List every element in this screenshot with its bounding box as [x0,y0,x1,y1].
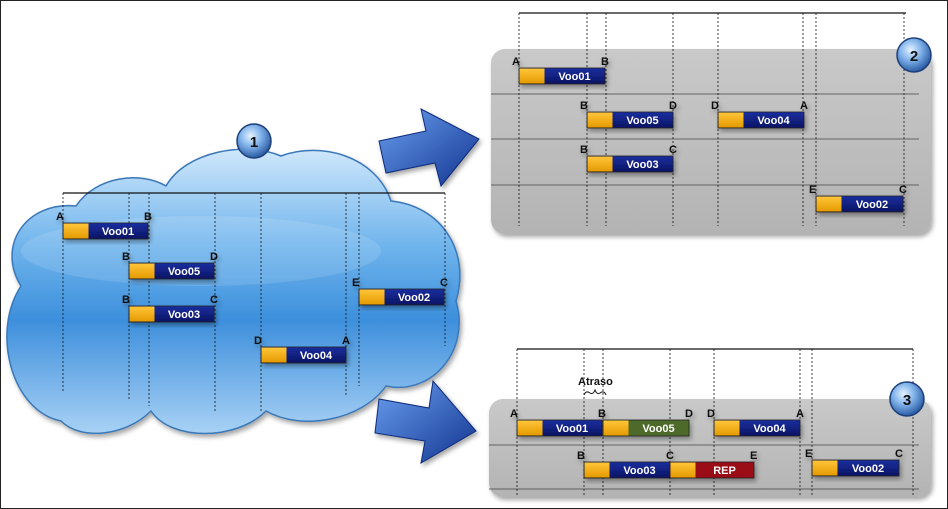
turnaround-block [603,420,629,436]
origin-label: A [510,408,518,420]
turnaround-block [670,462,696,478]
flight-bar-panel1-voo05: Voo05 B D [122,251,218,280]
destination-label: E [750,450,757,462]
flight-id-label: Voo03 [626,159,658,171]
arrow-to-panel3 [374,379,477,464]
turnaround-block [587,112,613,128]
flight-id-label: Voo03 [623,465,655,477]
turnaround-block [261,347,287,363]
destination-label: A [796,408,804,420]
turnaround-block [517,420,543,436]
origin-label: B [580,100,588,112]
turnaround-block [519,68,545,84]
badge-3: 3 [889,381,925,417]
flight-id-label: Voo01 [102,226,134,238]
destination-label: C [440,277,448,289]
turnaround-block [359,289,385,305]
turnaround-block [129,263,155,279]
flight-id-label: Voo02 [856,199,888,211]
arrow-to-panel2 [378,108,480,188]
origin-label: D [707,408,715,420]
svg-text:3: 3 [903,392,911,409]
flight-bar-panel3-voo05: Voo05 D [602,408,693,437]
destination-label: D [210,251,218,263]
turnaround-block [584,462,610,478]
flight-bar-panel2-voo03: Voo03 B C [580,144,677,173]
destination-label: C [210,294,218,306]
badge-1: 1 [236,123,272,159]
destination-label: A [342,335,350,347]
origin-label: A [512,56,520,68]
destination-label: A [800,100,808,112]
flight-bar-panel1-voo02: Voo02 E C [352,277,448,306]
turnaround-block [816,196,842,212]
flight-id-label: Voo02 [852,463,884,475]
destination-label: C [666,450,674,462]
origin-label: A [56,211,64,223]
flight-bar-panel1-voo03: Voo03 B C [122,294,218,323]
destination-label: B [598,408,606,420]
destination-label: C [669,144,677,156]
destination-label: B [601,56,609,68]
origin-label: D [711,100,719,112]
flight-bar-panel2-voo02: Voo02 E C [809,184,907,213]
origin-label: B [577,450,585,462]
origin-label: E [805,448,812,460]
flight-id-label: Voo05 [642,423,674,435]
flight-bar-panel2-voo04: Voo04 D A [711,100,808,129]
destination-label: C [899,184,907,196]
delay-label: Atraso [578,376,613,388]
svg-text:2: 2 [910,48,918,65]
turnaround-block [714,420,740,436]
flight-id-label: Voo03 [168,309,200,321]
flight-bar-panel1-voo04: Voo04 D A [254,335,350,364]
flight-bar-panel2-voo05: Voo05 B D [580,100,677,129]
flight-bar-panel3-voo01: Voo01 A B [510,408,606,437]
destination-label: D [685,408,693,420]
flight-bar-panel1-voo01: Voo01 A B [56,211,152,240]
flight-id-label: Voo04 [300,350,333,362]
origin-label: B [122,294,130,306]
flight-id-label: Voo04 [753,423,786,435]
flight-id-label: Voo05 [168,266,200,278]
turnaround-block [129,306,155,322]
origin-label: E [352,277,359,289]
flight-bar-panel3-voo04: Voo04 D A [707,408,804,437]
flight-id-label: Voo02 [398,292,430,304]
svg-text:1: 1 [250,134,258,151]
turnaround-block [718,112,744,128]
destination-label: B [144,211,152,223]
origin-label: B [122,251,130,263]
flight-bar-panel3-voo02: Voo02 E C [805,448,903,477]
flight-bar-panel3-rep: REP E [669,450,757,479]
flight-id-label: Voo01 [558,71,590,83]
origin-label: E [809,184,816,196]
turnaround-block [63,223,89,239]
flight-id-label: REP [713,465,736,477]
badge-2: 2 [896,37,932,73]
destination-label: C [895,448,903,460]
flight-bar-panel2-voo01: Voo01 A B [512,56,609,85]
origin-label: B [580,144,588,156]
panel2 [491,12,931,234]
flight-id-label: Voo04 [757,115,790,127]
origin-label: D [254,335,262,347]
turnaround-block [587,156,613,172]
destination-label: D [669,100,677,112]
turnaround-block [812,460,838,476]
flight-id-label: Voo01 [556,423,588,435]
flight-id-label: Voo05 [626,115,658,127]
